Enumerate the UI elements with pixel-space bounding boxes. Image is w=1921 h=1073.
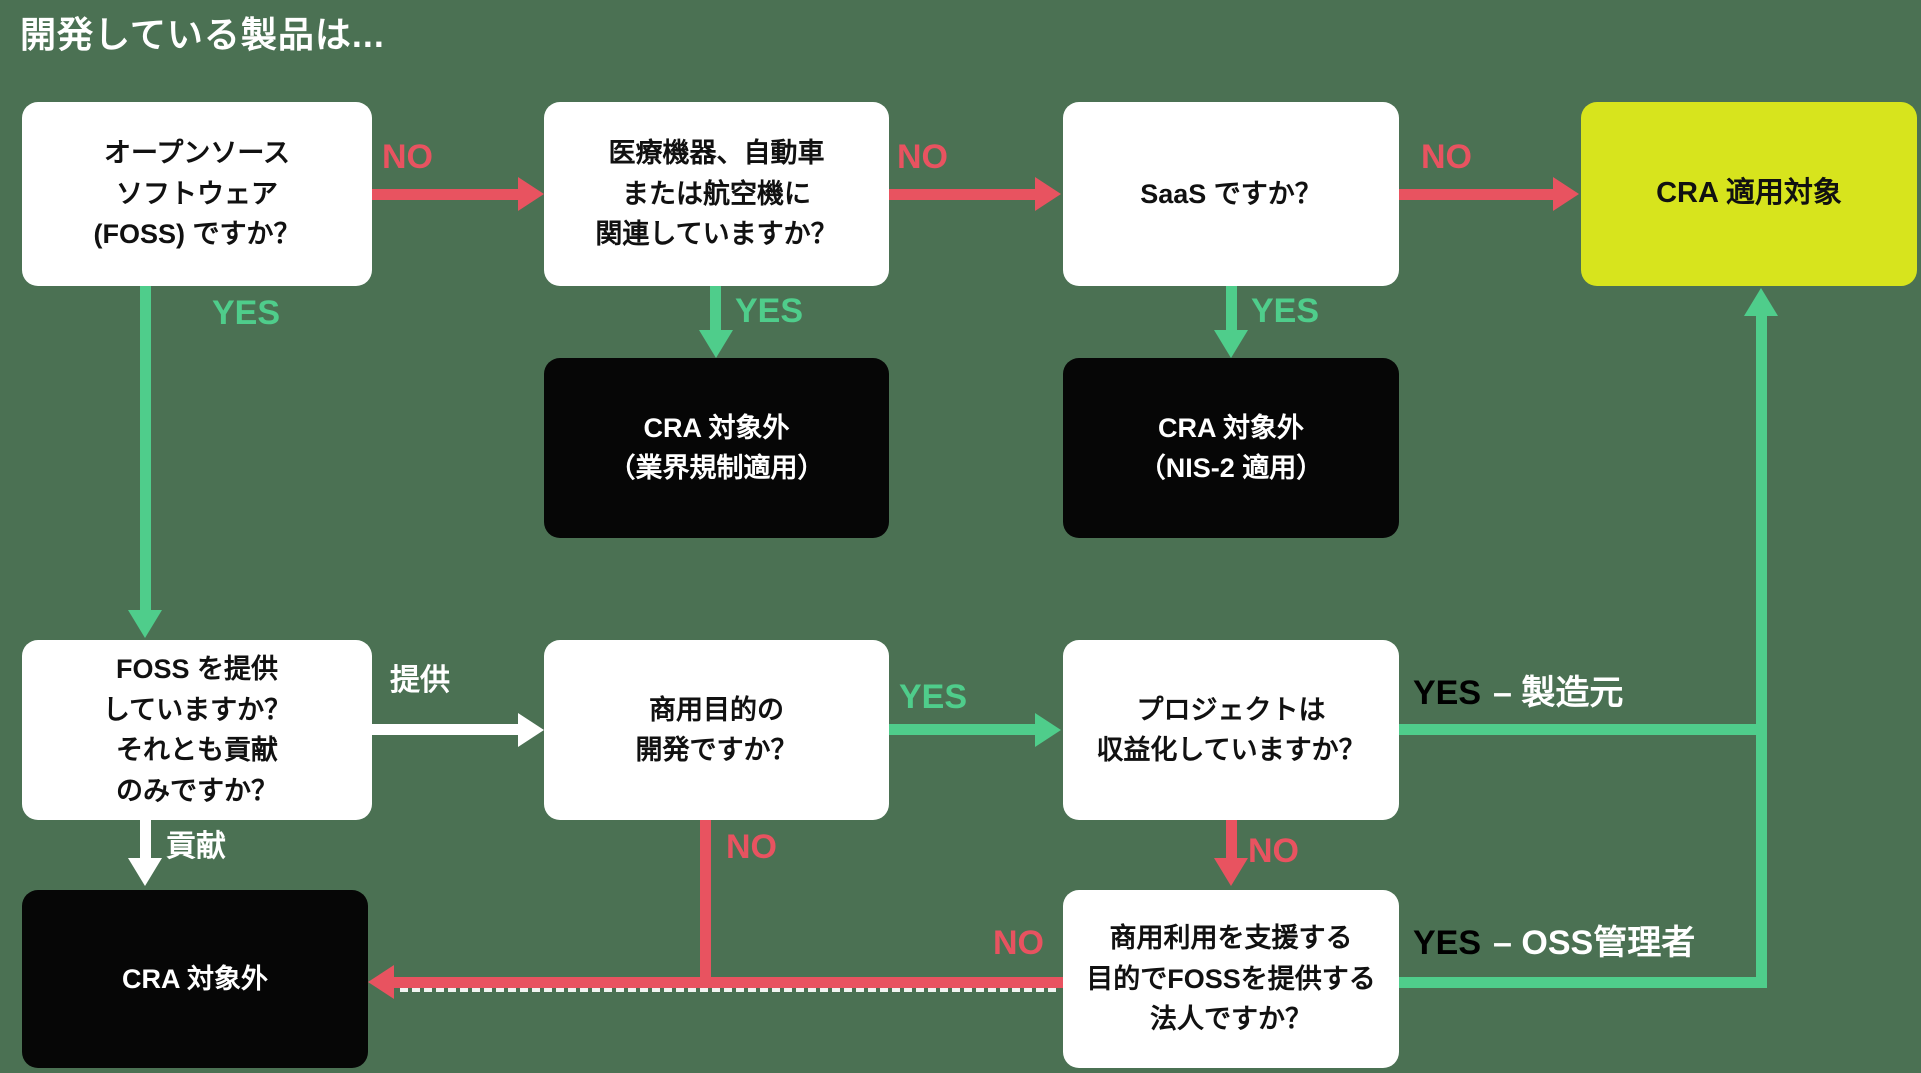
arrowhead-up-icon [1744,288,1778,316]
label-yes: YES [1413,924,1482,962]
arrowhead-down-icon [1214,330,1248,358]
label-yes: YES [1251,292,1320,330]
label-no: NO [993,924,1044,962]
node-text-line: CRA 対象外 [1158,412,1304,443]
node-text-line: SaaS ですか？ [1140,178,1322,209]
node-text-line: CRA 対象外 [122,963,268,994]
label-no: NO [1421,138,1472,176]
node-text-line: オープンソース [103,138,291,169]
node-question-legal-entity: 商用利用を支援する 目的でFOSSを提供する 法人ですか？ [1063,890,1399,1068]
node-text-line: のみですか？ [116,775,278,806]
node-text-line: していますか？ [102,694,292,725]
edge-foss-no [372,189,520,200]
node-text-line: FOSS を提供 [115,654,278,684]
node-question-commercial-purpose: 商用目的の 開発ですか？ [544,640,889,820]
label-no: NO [897,138,948,176]
label-provide: 提供 [390,664,450,697]
node-question-provide-foss: FOSS を提供 していますか？ それとも貢献 のみですか？ [22,640,372,820]
dashed-line-decoration [400,988,1056,992]
label-yes: YES [899,678,968,716]
label-steward-suffix: – OSS管理者 [1493,924,1696,962]
arrowhead-down-icon [128,858,162,886]
node-cra-in-scope: CRA 適用対象 [1581,102,1917,286]
node-text-line: または航空機に [622,178,811,209]
label-no: NO [1248,832,1299,870]
label-yes: YES [212,294,281,332]
edge-saas-no [1399,189,1555,200]
edge-legal-entity-no [394,977,1063,988]
label-no: NO [726,828,777,866]
edge-contribute [140,820,151,860]
label-yes: YES [1413,674,1482,712]
edge-legal-entity-yes-steward [1399,977,1767,988]
node-text-line: プロジェクトは [1136,694,1326,725]
node-text-line: 関連していますか？ [595,219,838,250]
arrowhead-left-icon [368,965,394,999]
edge-commercial-no [700,820,711,988]
node-question-saas: SaaS ですか？ [1063,102,1399,286]
node-text-line: 開発ですか？ [635,735,798,765]
arrowhead-right-icon [518,713,544,747]
node-text-line: （業界規制適用） [608,453,825,483]
arrowhead-right-icon [1035,177,1061,211]
arrowhead-right-icon [1553,177,1579,211]
label-yes-oss-steward: YES – OSS管理者 [1413,926,1695,960]
arrowhead-down-icon [699,330,733,358]
edge-foss-yes [140,286,151,612]
edge-saas-yes [1226,286,1237,332]
arrowhead-down-icon [128,610,162,638]
edge-regulated-no [889,189,1037,200]
edge-provide [372,724,520,735]
node-text-line: 商用利用を支援する [1109,923,1353,954]
edge-commercial-yes [889,724,1037,735]
label-no: NO [382,138,433,176]
label-yes-manufacturer: YES – 製造元 [1413,676,1623,710]
node-question-regulated-industry: 医療機器、自動車 または航空機に 関連していますか？ [544,102,889,286]
node-text-line: それとも貢献 [116,735,278,765]
label-contribute: 貢献 [166,830,226,863]
node-text-line: 商用目的の [649,694,784,725]
node-text-line: （NIS-2 適用） [1138,453,1324,483]
diagram-title: 開発している製品は... [20,14,385,55]
node-question-foss: オープンソース ソフトウェア (FOSS) ですか？ [22,102,372,286]
edge-to-cra-in-scope [1756,316,1767,988]
node-out-of-scope-industry: CRA 対象外 （業界規制適用） [544,358,889,538]
node-text-line: 目的でFOSSを提供する [1086,963,1376,994]
label-manufacturer-suffix: – 製造元 [1493,674,1624,712]
node-question-monetized: プロジェクトは 収益化していますか？ [1063,640,1399,820]
node-text-line: CRA 対象外 [643,412,790,443]
node-out-of-scope-cra: CRA 対象外 [22,890,368,1068]
edge-monetized-no [1226,820,1237,860]
node-text-line: 収益化していますか？ [1096,735,1366,765]
node-text-line: 法人ですか？ [1150,1004,1312,1035]
node-out-of-scope-nis2: CRA 対象外 （NIS-2 適用） [1063,358,1399,538]
arrowhead-down-icon [1214,858,1248,886]
edge-regulated-yes [710,286,721,332]
node-text-line: ソフトウェア [116,178,278,209]
arrowhead-right-icon [518,177,544,211]
node-text-line: CRA 適用対象 [1656,177,1842,210]
node-text-line: 医療機器、自動車 [608,138,825,169]
edge-monetized-yes-manufacturer [1399,724,1767,735]
label-yes: YES [735,292,804,330]
arrowhead-right-icon [1035,713,1061,747]
node-text-line: (FOSS) ですか？ [93,219,301,250]
